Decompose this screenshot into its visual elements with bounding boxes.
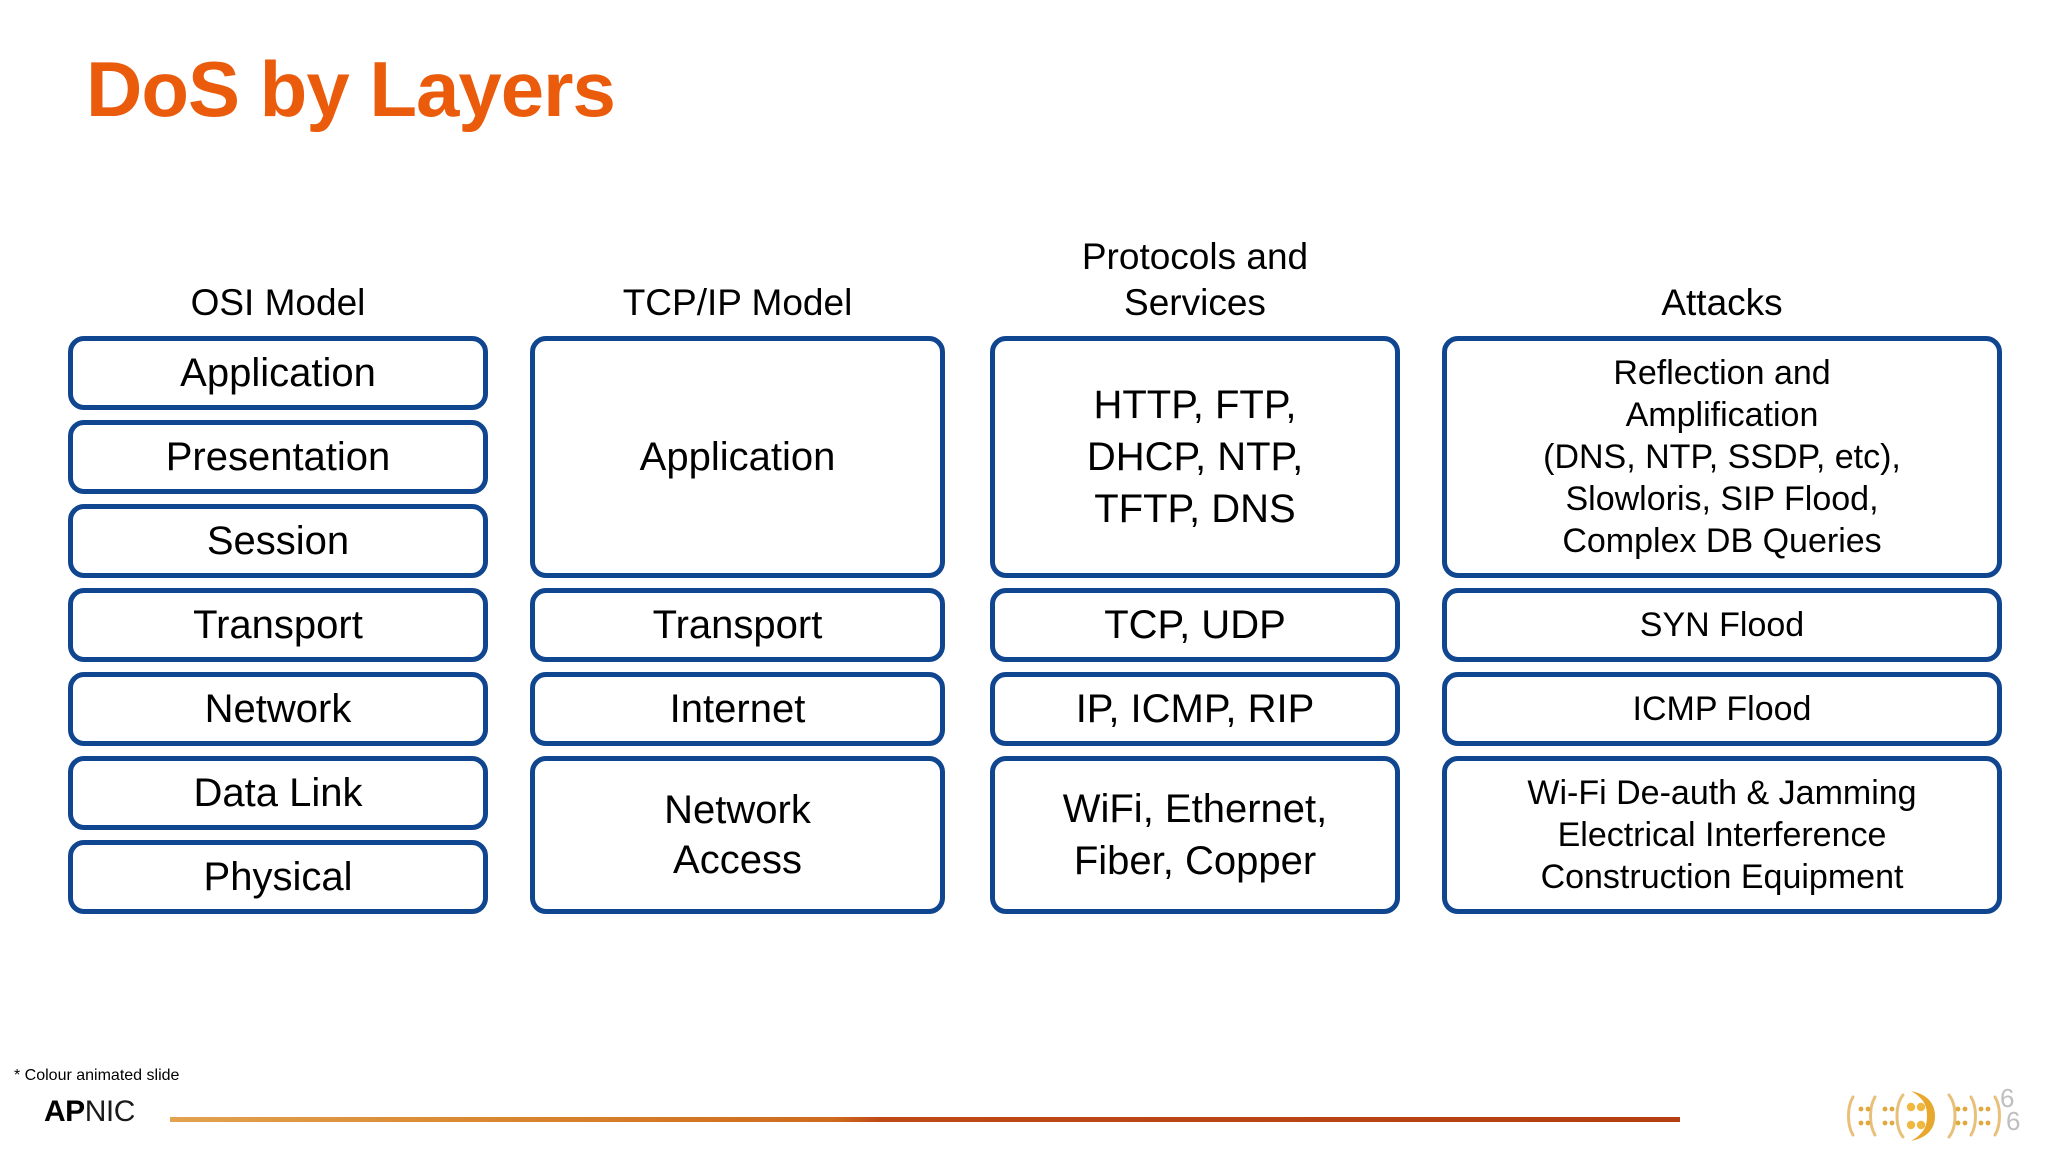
layer-box-osi-3: Session xyxy=(68,504,488,578)
layer-box-text: HTTP, FTP, DHCP, NTP, TFTP, DNS xyxy=(995,379,1395,535)
layer-box-osi-2: Presentation xyxy=(68,420,488,494)
layer-box-text: Network xyxy=(73,687,483,731)
apnic-logo: APNIC xyxy=(44,1095,135,1129)
layer-box-line: Construction Equipment xyxy=(1540,858,1904,896)
layer-box-attacks-3: ICMP Flood xyxy=(1442,672,2002,746)
layer-box-tcpip-3: Internet xyxy=(530,672,945,746)
layer-box-text: Transport xyxy=(73,603,483,647)
layer-box-osi-5: Network xyxy=(68,672,488,746)
layer-box-attacks-2: SYN Flood xyxy=(1442,588,2002,662)
layer-box-line: Slowloris, SIP Flood, xyxy=(1565,480,1879,518)
layer-box-text: TCP, UDP xyxy=(995,599,1395,651)
layer-box-osi-1: Application xyxy=(68,336,488,410)
layer-box-line: SYN Flood xyxy=(1639,606,1805,644)
column-header-line: Protocols and xyxy=(1081,236,1309,277)
footnote-colour-animated-slide: * Colour animated slide xyxy=(14,1067,180,1084)
layer-box-line: TFTP, DNS xyxy=(1094,487,1296,531)
column-header-protocols-and-services: Protocols and Services xyxy=(990,236,1400,332)
column-protocols-and-services: Protocols and Services HTTP, FTP, DHCP, N… xyxy=(990,236,1400,914)
layer-box-protocols-1: HTTP, FTP, DHCP, NTP, TFTP, DNS xyxy=(990,336,1400,578)
layer-box-osi-7: Physical xyxy=(68,840,488,914)
layer-box-text: Physical xyxy=(73,855,483,899)
layer-box-line: Wi-Fi De-auth & Jamming xyxy=(1527,774,1917,812)
layer-box-line: Network xyxy=(204,687,352,731)
layer-box-line: (DNS, NTP, SSDP, etc), xyxy=(1543,438,1901,476)
layer-box-line: ICMP Flood xyxy=(1632,690,1812,728)
layer-box-text: Application xyxy=(535,432,940,482)
layer-box-line: IP, ICMP, RIP xyxy=(1075,687,1315,731)
layer-box-text: Session xyxy=(73,519,483,563)
page-number-upper: 6 xyxy=(2000,1083,2015,1113)
column-header-line: OSI Model xyxy=(190,282,366,323)
layer-box-tcpip-1: Application xyxy=(530,336,945,578)
apnic-logo-nic: NIC xyxy=(84,1095,136,1128)
layer-box-line: Internet xyxy=(669,687,806,731)
layer-box-line: Presentation xyxy=(165,435,391,479)
column-header-line: Services xyxy=(1124,282,1266,323)
layer-box-line: Application xyxy=(180,351,376,395)
column-header-osi-model: OSI Model xyxy=(68,240,488,332)
layer-box-line: TCP, UDP xyxy=(1104,603,1286,647)
layer-box-text: WiFi, Ethernet, Fiber, Copper xyxy=(995,783,1395,887)
layer-box-tcpip-2: Transport xyxy=(530,588,945,662)
page-number-lower: 6 xyxy=(2006,1106,2021,1136)
layer-box-line: Access xyxy=(673,838,802,882)
layer-box-line: Fiber, Copper xyxy=(1073,839,1317,883)
column-header-attacks: Attacks xyxy=(1442,240,2002,332)
layer-box-text: Application xyxy=(73,351,483,395)
layer-box-line: Network xyxy=(664,788,811,832)
layer-box-text: Transport xyxy=(535,600,940,650)
page-title: DoS by Layers xyxy=(86,45,616,133)
apnic-logo-ap: AP xyxy=(44,1095,85,1128)
layer-box-line: WiFi, Ethernet, xyxy=(1062,787,1328,831)
layer-box-line: DHCP, NTP, xyxy=(1086,435,1304,479)
apnic-dots-mark-icon xyxy=(1845,1085,2005,1147)
box-stack-protocols: HTTP, FTP, DHCP, NTP, TFTP, DNS TCP, UDP IP,… xyxy=(990,336,1400,914)
layer-box-line: Application xyxy=(639,435,836,479)
layer-box-line: Reflection and xyxy=(1613,354,1831,392)
layer-box-line: Electrical Interference xyxy=(1557,816,1887,854)
layer-box-line: HTTP, FTP, xyxy=(1093,383,1297,427)
layer-box-line: Data Link xyxy=(193,771,363,815)
layer-box-text: SYN Flood xyxy=(1447,604,1997,646)
layer-box-text: Internet xyxy=(535,684,940,734)
column-header-line: Attacks xyxy=(1661,282,1783,323)
layer-box-osi-4: Transport xyxy=(68,588,488,662)
layer-box-line: Amplification xyxy=(1625,396,1819,434)
layer-box-line: Complex DB Queries xyxy=(1562,522,1882,560)
footer-divider-rule xyxy=(170,1117,1680,1122)
column-header-line: TCP/IP Model xyxy=(622,282,853,323)
layer-box-line: Transport xyxy=(193,603,363,647)
layer-box-protocols-3: IP, ICMP, RIP xyxy=(990,672,1400,746)
layer-box-osi-6: Data Link xyxy=(68,756,488,830)
layer-box-text: Presentation xyxy=(73,435,483,479)
layer-box-line: Transport xyxy=(652,603,823,647)
layer-box-text: IP, ICMP, RIP xyxy=(995,683,1395,735)
layer-box-line: Session xyxy=(206,519,350,563)
layer-box-line: Physical xyxy=(203,855,353,899)
layer-box-text: Data Link xyxy=(73,771,483,815)
layer-box-text: ICMP Flood xyxy=(1447,688,1997,730)
layer-box-protocols-2: TCP, UDP xyxy=(990,588,1400,662)
column-header-tcpip-model: TCP/IP Model xyxy=(530,240,945,332)
layer-box-protocols-4: WiFi, Ethernet, Fiber, Copper xyxy=(990,756,1400,914)
